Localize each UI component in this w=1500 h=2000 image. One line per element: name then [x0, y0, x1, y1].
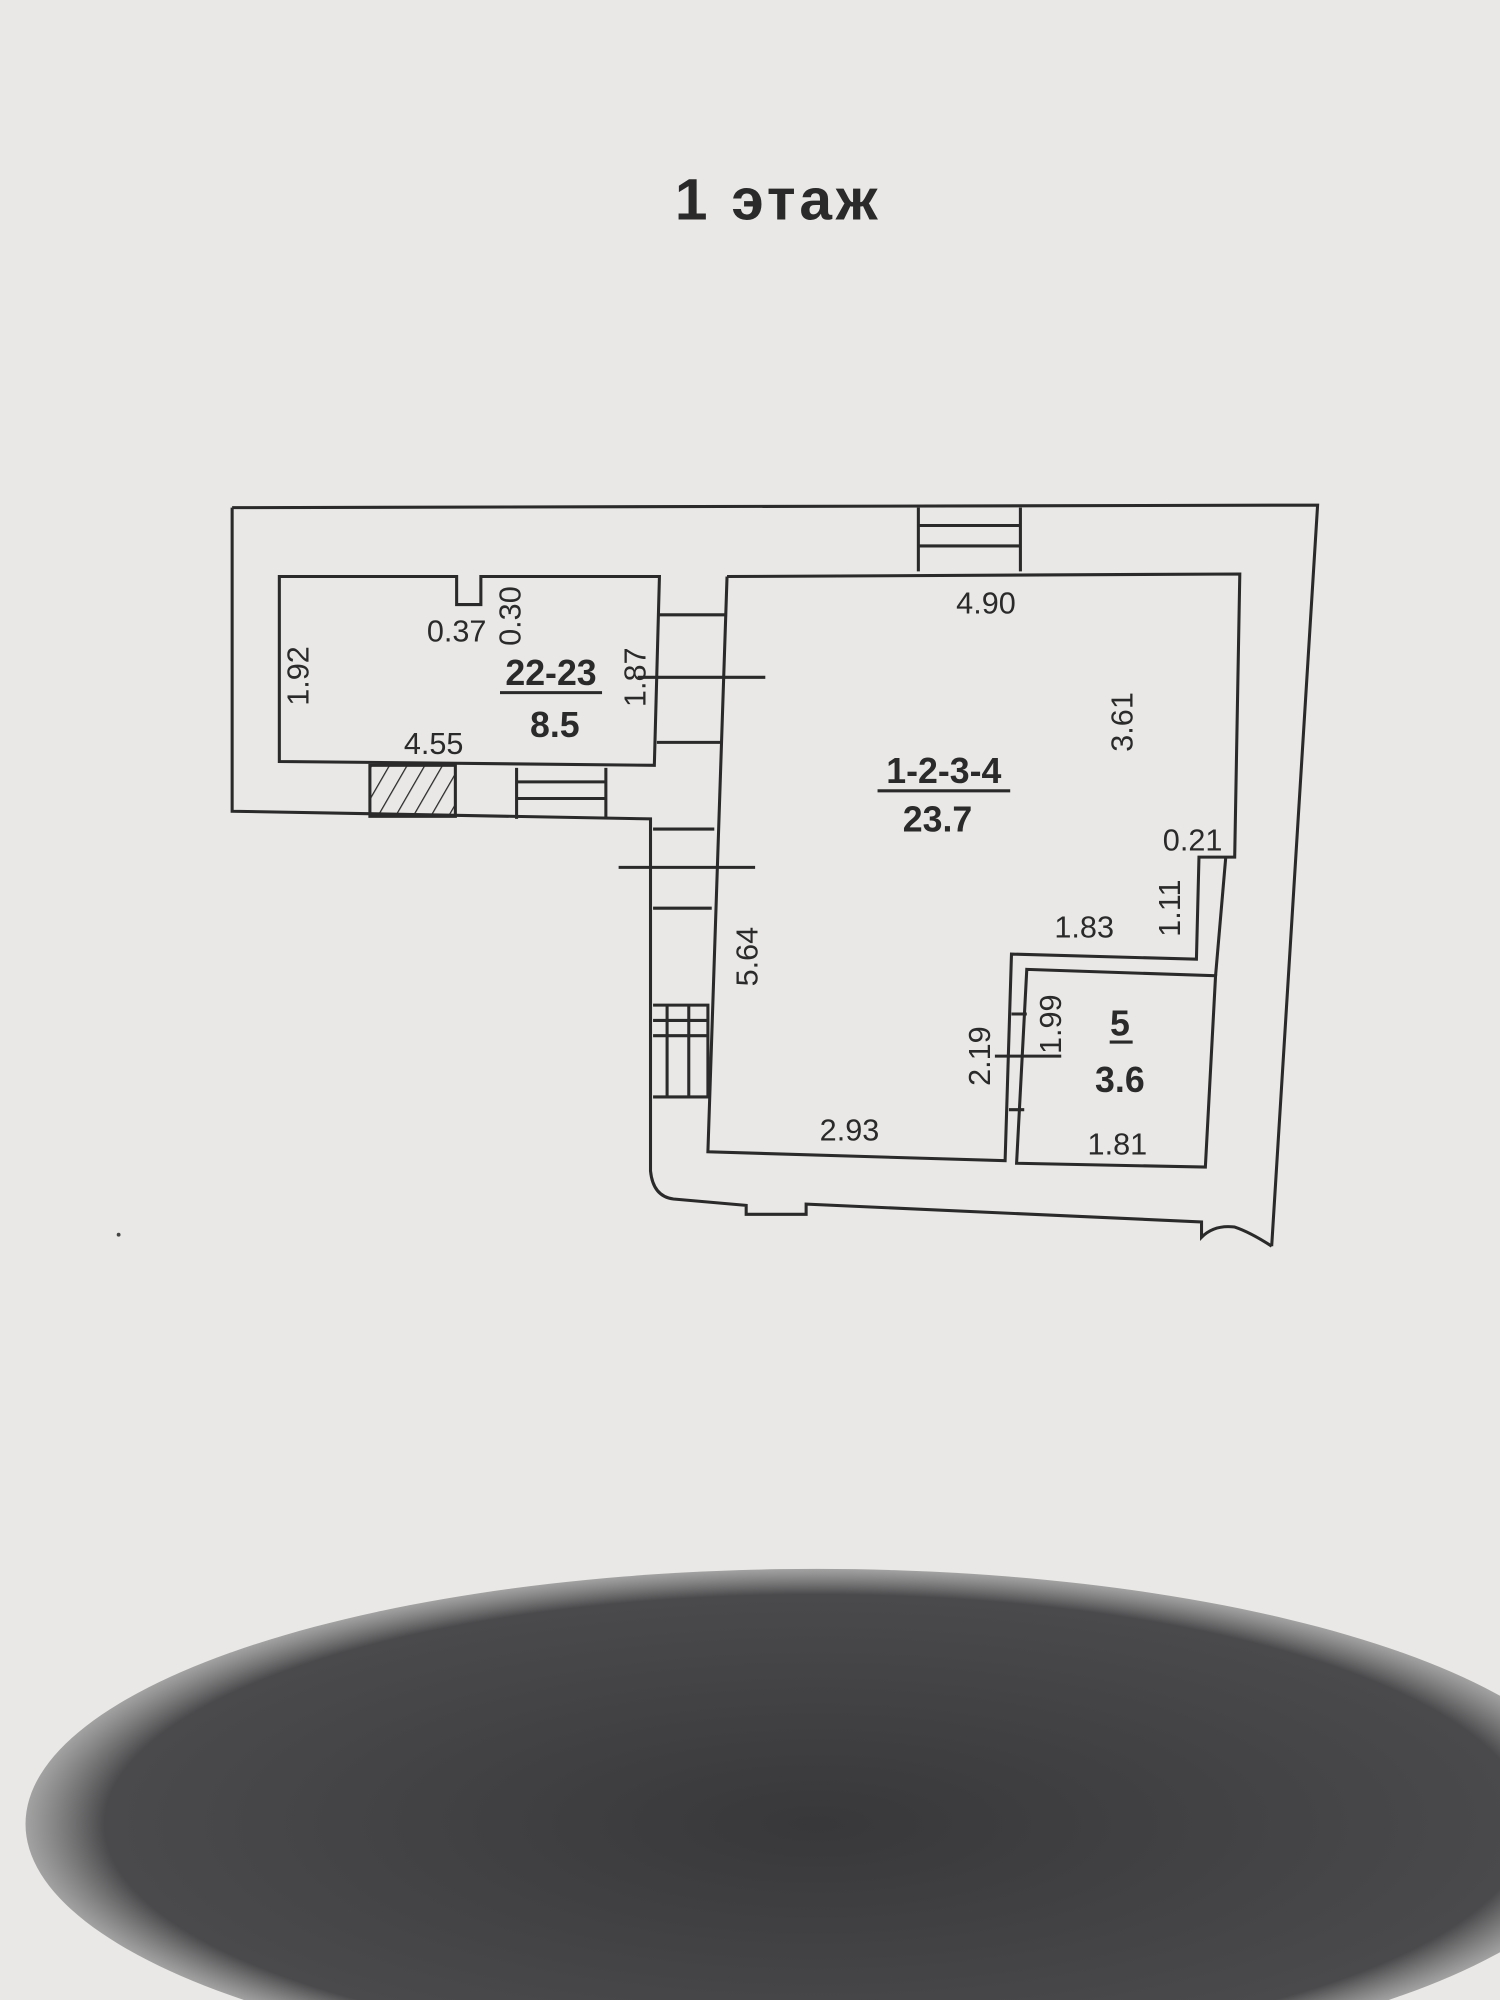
stairs-lower — [653, 1003, 710, 1099]
paper-speck — [116, 1232, 121, 1237]
dim-main-top: 4.90 — [956, 587, 1016, 621]
room-22-23-area: 8.5 — [530, 705, 580, 745]
room-1-2-3-4-id: 1-2-3-4 — [886, 751, 1001, 791]
hatched-block — [368, 763, 457, 818]
floor-title: 1 этаж — [675, 167, 881, 232]
room-22-23-walls — [277, 575, 662, 767]
room-5-area: 3.6 — [1095, 1060, 1145, 1100]
phone-shadow — [25, 1568, 1500, 2000]
dim-5-bottom: 1.81 — [1088, 1127, 1148, 1161]
stairs-top — [916, 507, 1022, 572]
dim-22-23-bottom: 4.55 — [404, 727, 464, 761]
dim-main-bottom: 2.93 — [820, 1113, 880, 1147]
room-5-id: 5 — [1110, 1004, 1130, 1044]
passage-between-rooms — [637, 613, 766, 744]
dim-main-partition: 1.83 — [1054, 910, 1114, 944]
stairs-middle — [618, 827, 756, 910]
dim-main-inner-left: 2.19 — [963, 1026, 997, 1086]
dim-22-23-left: 1.92 — [282, 646, 316, 706]
dim-22-23-notch-width: 0.37 — [427, 615, 487, 649]
outer-wall — [230, 503, 1320, 1248]
room-1-2-3-4-area: 23.7 — [903, 800, 972, 840]
stairs-bottom-left — [515, 767, 608, 819]
dim-main-step-height: 1.11 — [1153, 880, 1187, 937]
dim-5-left: 1.99 — [1034, 994, 1068, 1054]
room-1-2-3-4-walls — [706, 572, 1242, 1163]
room-22-23-id: 22-23 — [505, 653, 596, 693]
dim-22-23-notch-depth: 0.30 — [493, 586, 527, 646]
dim-main-step-width: 0.21 — [1163, 824, 1223, 858]
dim-main-left: 5.64 — [731, 927, 765, 987]
room-5-walls — [1008, 967, 1218, 1169]
dim-22-23-right: 1.87 — [618, 648, 652, 708]
dim-main-right: 3.61 — [1106, 692, 1140, 752]
